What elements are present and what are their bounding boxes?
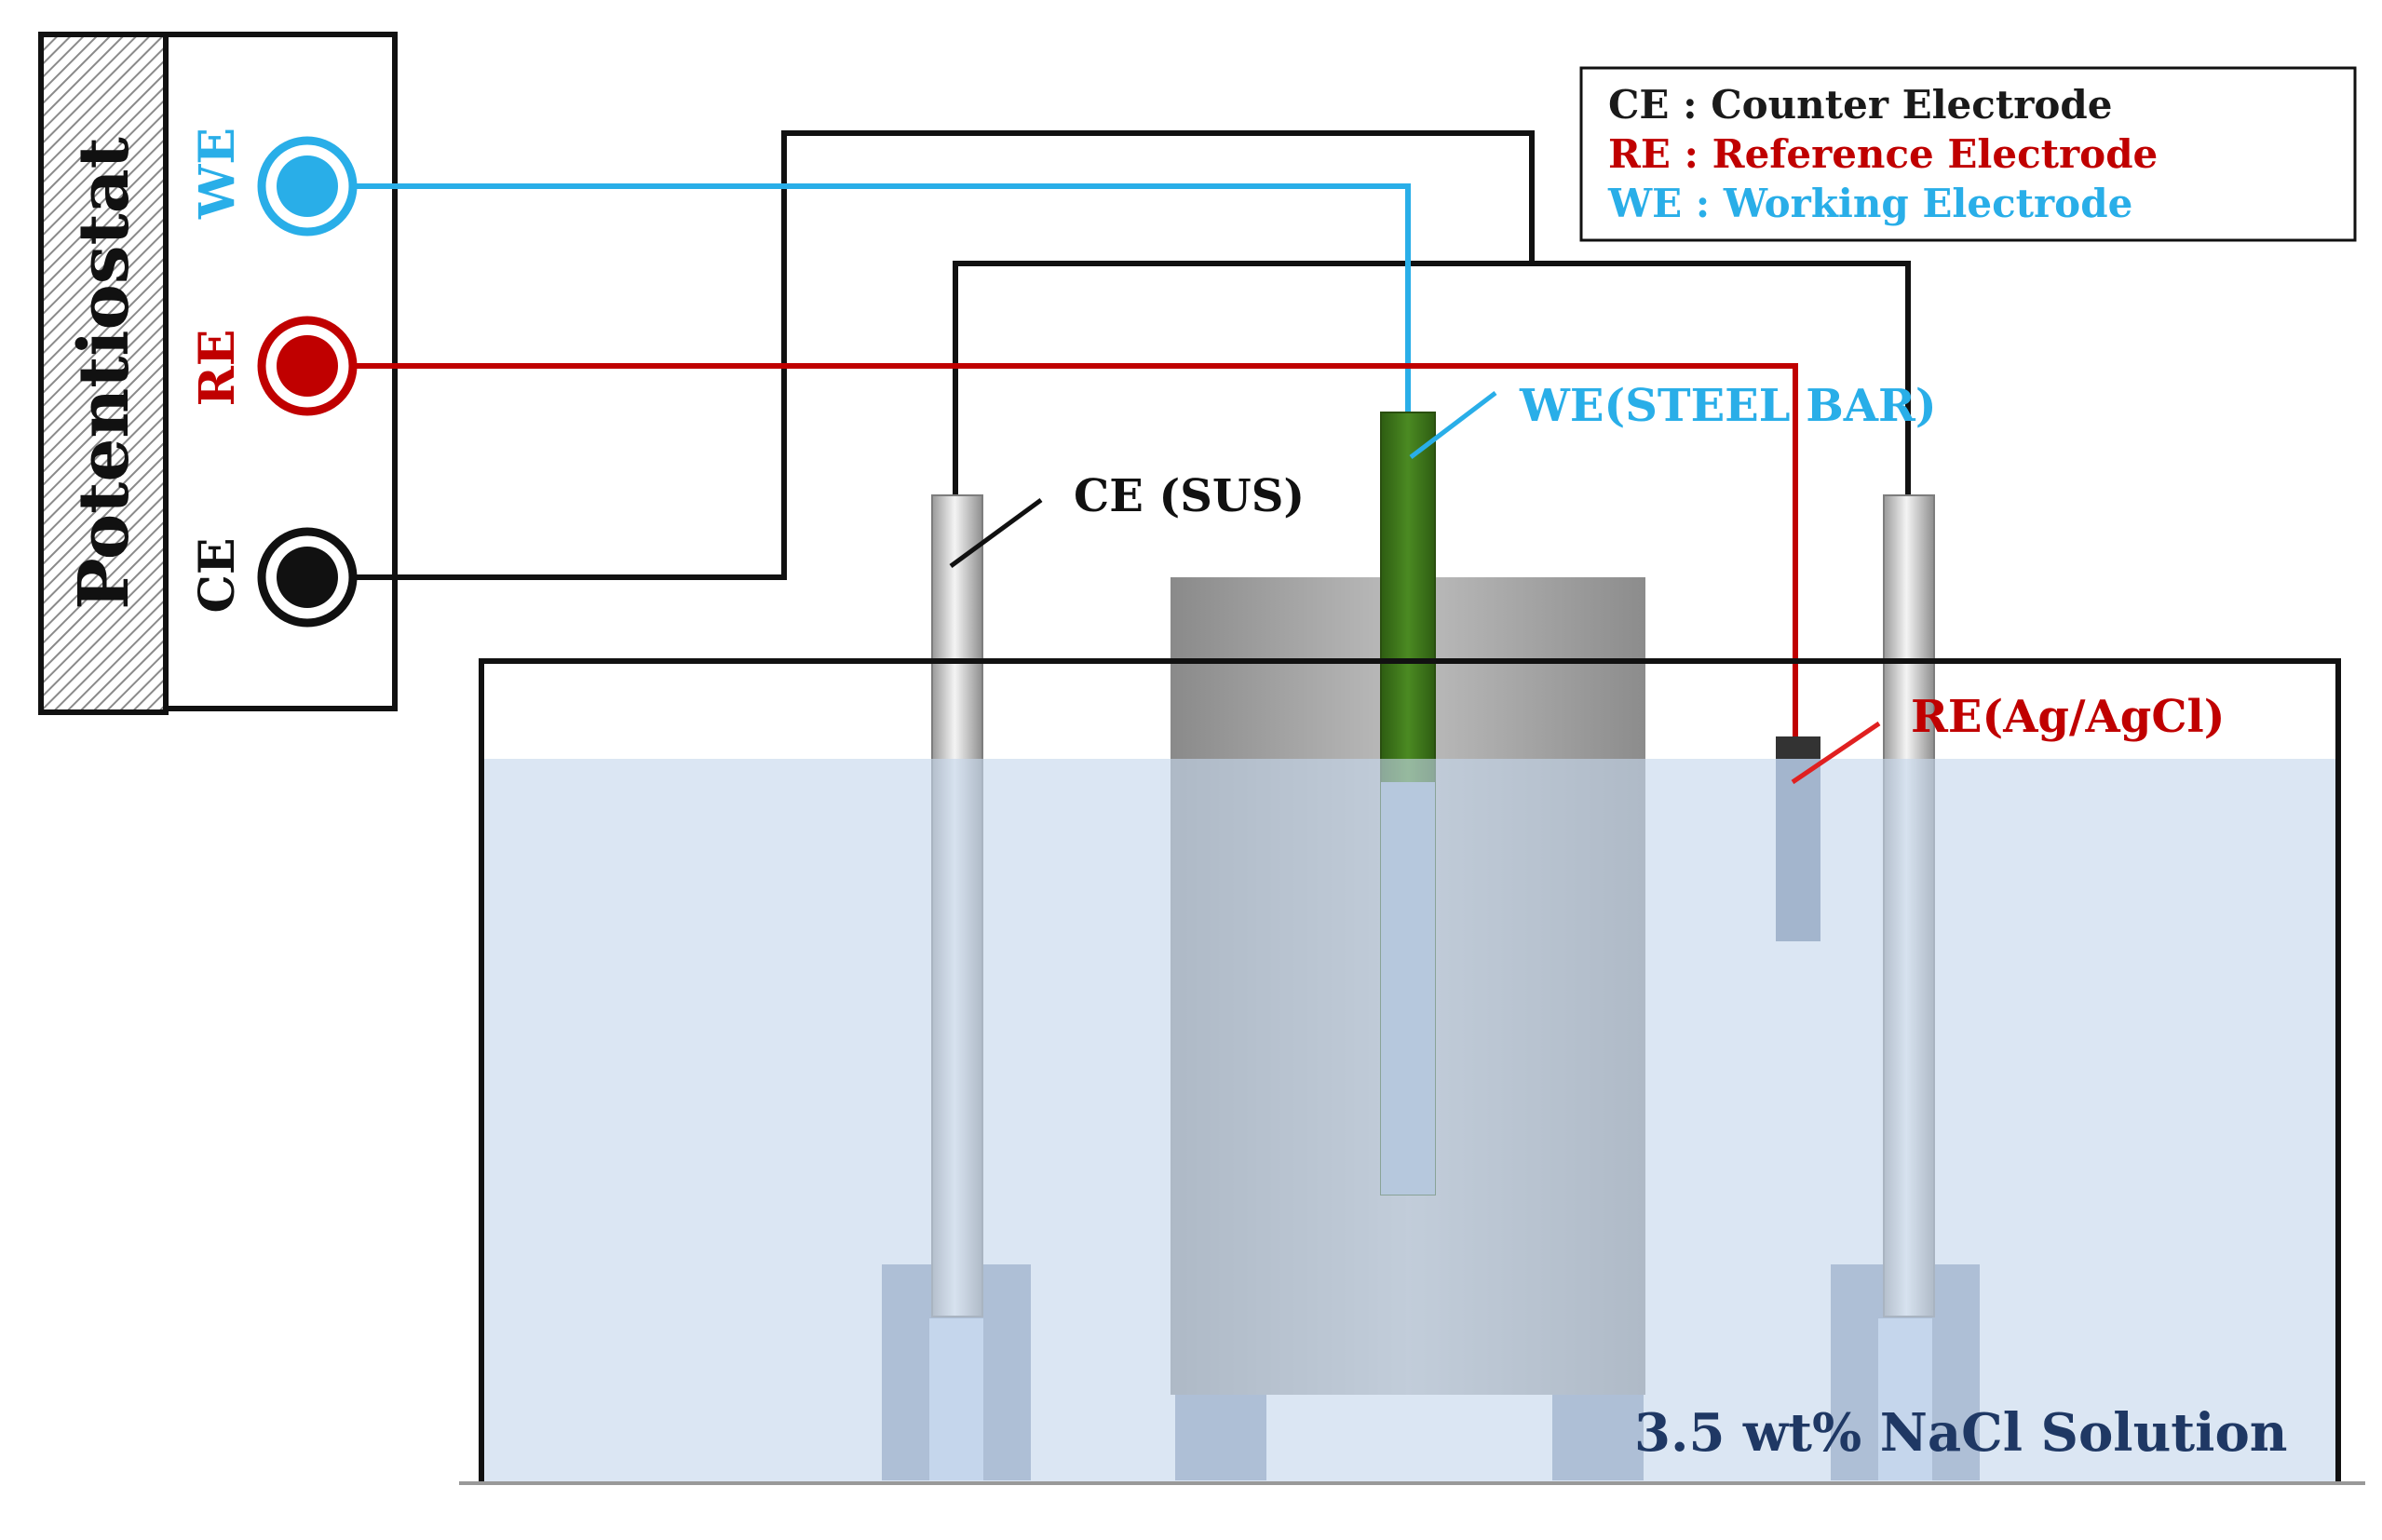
- re-agagcl-label: RE(Ag/AgCl): [1911, 691, 2225, 743]
- we-label-pointer: [1409, 391, 1497, 459]
- ce-wire-right: [1532, 261, 1911, 498]
- re-electrode-cap: [1776, 736, 1820, 759]
- legend-box: CE : Counter Electrode RE : Reference El…: [1579, 66, 2357, 242]
- ce-label-pointer: [949, 497, 1043, 569]
- tank-outline: [479, 658, 2341, 1483]
- ce-sus-label: CE (SUS): [1074, 470, 1305, 522]
- terminal-we: [257, 136, 358, 236]
- legend-item-we: WE : Working Electrode: [1607, 181, 2132, 226]
- terminal-label-we: WE: [189, 128, 246, 220]
- we-wire: [307, 183, 1411, 414]
- solution-label: 3.5 wt% NaCl Solution: [1634, 1402, 2288, 1464]
- re-label-pointer: [1791, 721, 1881, 785]
- nacl-solution: [481, 759, 2340, 1483]
- terminal-ce: [257, 527, 358, 628]
- terminal-label-ce: CE: [189, 537, 246, 613]
- legend-item-re: RE : Reference Electrode: [1608, 131, 2158, 177]
- ce-wire-left: [307, 130, 1535, 580]
- potentiostat-hatch-panel: [38, 32, 169, 715]
- we-steel-bar-label: WE(STEEL BAR): [1519, 380, 1937, 432]
- potentiostat-label: Potentiostat: [64, 137, 144, 610]
- re-wire: [307, 363, 1798, 739]
- legend-item-ce: CE : Counter Electrode: [1608, 82, 2112, 128]
- terminal-re: [257, 316, 358, 416]
- terminal-label-re: RE: [189, 330, 246, 407]
